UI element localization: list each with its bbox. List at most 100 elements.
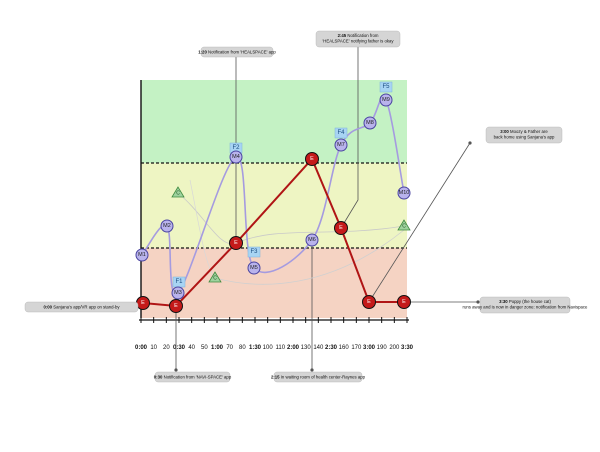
callout-text: 3:30 Poppy (the house cat)runs away and … <box>463 299 589 309</box>
callout-message: back home using Sanjana's app <box>494 134 555 139</box>
f-marker-label: F5 <box>382 84 390 90</box>
e-marker-label: E <box>310 156 314 162</box>
axis-tick-label: 3:30 <box>401 345 414 351</box>
axis-tick-label: 0:30 <box>173 345 186 351</box>
axis-tick-label: 0:00 <box>135 345 148 351</box>
callout-message: Poppy (the house cat) <box>508 299 552 304</box>
m-marker-label: M10 <box>399 190 410 196</box>
callout-time: 2:15 <box>271 375 280 380</box>
callout-message: In waiting room of health center-Raynes … <box>280 375 366 380</box>
e-marker-label: E <box>234 240 238 246</box>
e-marker-label: E <box>141 300 145 306</box>
f-marker-label: F1 <box>175 279 183 285</box>
axis-tick-label: 80 <box>239 345 246 351</box>
c-marker: C <box>208 271 222 283</box>
m-marker: M9 <box>379 93 393 107</box>
m-marker-label: M7 <box>337 142 345 148</box>
leader-dot <box>476 300 480 304</box>
zone-caution <box>141 163 407 248</box>
callout-leader <box>340 43 359 229</box>
ghost-curve <box>214 229 405 285</box>
c-marker-label: C <box>402 224 406 230</box>
callout-message: Moozy & Father are <box>509 129 549 134</box>
e-marker: E <box>136 296 150 310</box>
e-marker: E <box>229 236 243 250</box>
axis-tick-label: 20 <box>163 345 170 351</box>
callout: 2:45 Notification from'HEALSPACE' notify… <box>315 30 401 48</box>
e-marker-label: E <box>339 225 343 231</box>
zone-safe <box>141 80 407 163</box>
callout-text: 0:00 Sanjana's app/VR app on stand-by <box>43 305 120 310</box>
m-trend-curve <box>141 96 405 295</box>
axis-tick-label: 2:00 <box>287 345 300 351</box>
c-marker: C <box>397 219 411 231</box>
callout-box <box>200 46 274 58</box>
callout-message: Notification from <box>346 33 379 38</box>
m-marker-label: M2 <box>163 223 171 229</box>
callout-time: 3:30 <box>499 299 508 304</box>
callout: 2:15 In waiting room of health center-Ra… <box>271 371 366 383</box>
axis-tick-label: 200 <box>389 345 400 351</box>
axis-tick-label: 190 <box>377 345 388 351</box>
m-marker: M8 <box>363 116 377 130</box>
leader-dot <box>174 368 178 372</box>
callout: 0:00 Sanjana's app/VR app on stand-by <box>24 301 139 313</box>
m-marker: M2 <box>160 219 174 233</box>
axis-tick-label: 130 <box>301 345 312 351</box>
axis-tick-label: 2:30 <box>325 345 338 351</box>
c-marker: C <box>171 186 185 198</box>
f-marker-label: F3 <box>250 249 258 255</box>
m-marker: M1 <box>135 248 149 262</box>
e-marker: E <box>362 295 376 309</box>
f-marker-label: F4 <box>337 130 345 136</box>
axis-tick-label: 160 <box>339 345 350 351</box>
callout-box <box>479 296 571 314</box>
callout-time: 2:45 <box>338 33 347 38</box>
callout-box <box>24 301 139 313</box>
axis-tick-label: 50 <box>201 345 208 351</box>
m-marker-label: M5 <box>250 265 258 271</box>
c-marker-label: C <box>176 191 180 197</box>
e-marker: E <box>397 295 411 309</box>
m-marker-label: M8 <box>366 120 374 126</box>
callout: 3:30 Poppy (the house cat)runs away and … <box>463 296 589 314</box>
axis-tick-label: 1:30 <box>249 345 262 351</box>
m-marker: M10 <box>397 186 411 200</box>
e-marker-label: E <box>402 299 406 305</box>
callout-text: 2:15 In waiting room of health center-Ra… <box>271 375 366 380</box>
axis-tick-label: 1:00 <box>211 345 224 351</box>
e-marker-label: E <box>367 299 371 305</box>
callout-time: 0:30 <box>154 375 163 380</box>
callout-boxes: 0:00 Sanjana's app/VR app on stand-by 0:3… <box>24 30 589 383</box>
m-marker-label: M1 <box>138 252 146 258</box>
callout-message: 'HEALSPACE' notifying father is okay <box>322 38 394 43</box>
m-marker-label: M3 <box>174 290 182 296</box>
callout: 1:20 Notification from 'HEALSPACE' app <box>198 46 276 58</box>
axis-tick-label: 3:00 <box>363 345 376 351</box>
f-marker: F3 <box>247 246 261 258</box>
callout-box <box>315 30 401 48</box>
f-marker: F4 <box>334 127 348 139</box>
callout: 0:30 Notification from 'NAVI-SPACE' app <box>154 371 232 383</box>
axis-tick-label: 110 <box>276 345 286 351</box>
callout-text: 1:20 Notification from 'HEALSPACE' app <box>198 50 276 55</box>
f-marker-label: F2 <box>232 145 240 151</box>
callout-text: 2:45 Notification from'HEALSPACE' notify… <box>322 33 394 43</box>
axis-tick-label: 140 <box>313 345 324 351</box>
callout-time: 3:00 <box>500 129 509 134</box>
m-marker: M5 <box>247 261 261 275</box>
callout-message: Notification from 'NAVI-SPACE' app <box>162 375 231 380</box>
c-marker-label: C <box>213 276 217 282</box>
m-marker: M3 <box>171 286 185 300</box>
axis-tick-label: 10 <box>150 345 157 351</box>
axis-tick-label: 170 <box>351 345 362 351</box>
callout-time: 1:20 <box>198 50 207 55</box>
callout-box <box>485 126 563 144</box>
axis-tick-label: 100 <box>263 345 274 351</box>
callout-box <box>273 371 363 383</box>
